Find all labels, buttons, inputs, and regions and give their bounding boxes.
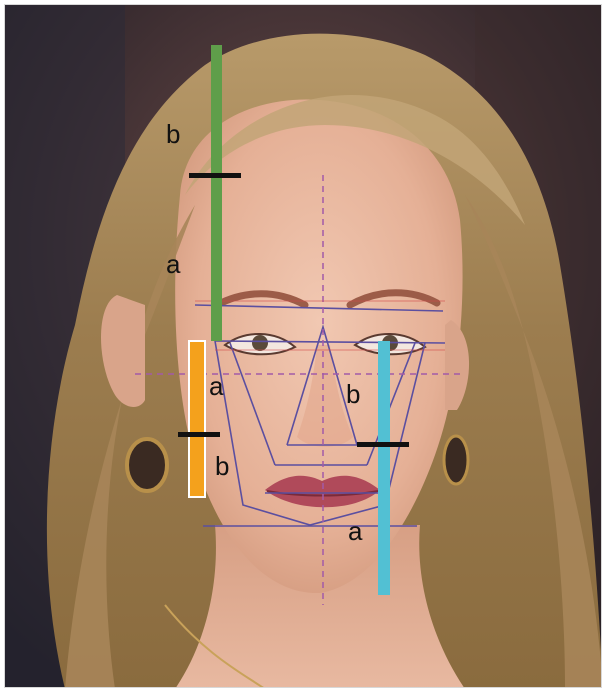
nose: [297, 345, 353, 447]
left-earring: [125, 437, 169, 493]
orange-divider: [178, 432, 220, 437]
necklace: [164, 604, 264, 687]
photo-frame: b a a b b a: [4, 4, 602, 688]
face-proportion-illustration: b a a b b a: [5, 5, 601, 687]
green-divider: [189, 173, 241, 178]
label-green-b: b: [166, 119, 180, 149]
blue-measure-bar: [378, 341, 390, 595]
label-orange-b: b: [215, 451, 229, 481]
right-eyebrow: [346, 289, 441, 309]
label-blue-a: a: [348, 516, 363, 546]
label-blue-b: b: [346, 379, 360, 409]
right-ear: [445, 320, 470, 410]
green-measure-bar: [211, 45, 222, 341]
neck: [176, 525, 464, 687]
blue-divider: [357, 442, 409, 447]
lips: [265, 475, 380, 508]
orange-measure-bar: [188, 340, 206, 498]
label-green-a: a: [166, 249, 181, 279]
right-earring: [442, 434, 470, 486]
left-ear: [101, 295, 145, 407]
label-orange-a: a: [209, 371, 224, 401]
